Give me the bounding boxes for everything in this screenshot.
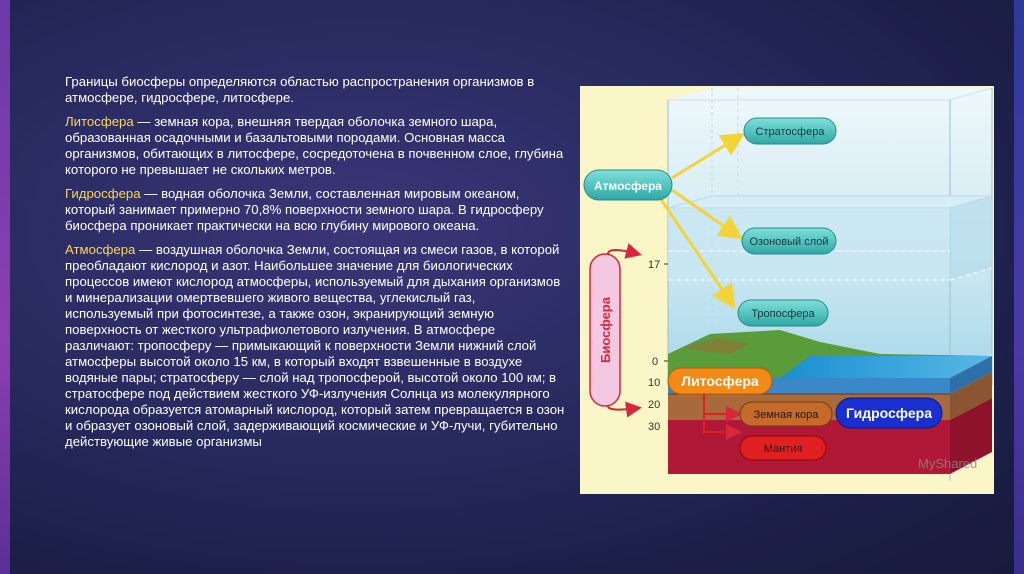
scale-20: 20 (648, 399, 660, 411)
mantle-label: Мантия (739, 435, 827, 461)
lithosphere-term: Литосфера (65, 114, 134, 129)
atmosphere-text: — воздушная оболочка Земли, состоящая из… (65, 242, 565, 449)
left-accent-stripe (0, 0, 10, 574)
hydrosphere-paragraph: Гидросфера — водная оболочка Земли, сост… (65, 186, 565, 234)
lithosphere-text: — земная кора, внешняя твердая оболочка … (65, 114, 564, 177)
biosphere-label: Биосфера (589, 243, 642, 418)
lithosphere-paragraph: Литосфера — земная кора, внешняя твердая… (65, 114, 565, 178)
biosphere-diagram: 17 0 10 20 30 Стратосфера Атмосфера Озон… (580, 86, 994, 494)
scale-30: 30 (648, 421, 660, 433)
svg-text:Литосфера: Литосфера (681, 373, 759, 389)
svg-text:Стратосфера: Стратосфера (756, 126, 826, 138)
svg-text:Гидросфера: Гидросфера (846, 405, 932, 421)
watermark: MyShared (918, 456, 977, 471)
intro-paragraph: Границы биосферы определяются областью р… (65, 74, 535, 105)
svg-text:Биосфера: Биосфера (598, 296, 613, 363)
scale-17: 17 (648, 259, 660, 271)
crust-label: Земная кора (739, 401, 833, 427)
ozone-label: Озоновый слой (741, 227, 837, 255)
svg-text:Озоновый слой: Озоновый слой (749, 236, 828, 248)
hydrosphere-text: — водная оболочка Земли, составленная ми… (65, 186, 544, 233)
lithosphere-label: Литосфера (667, 367, 773, 395)
atmosphere-arrows (658, 132, 746, 309)
diagram-svg: 17 0 10 20 30 Стратосфера Атмосфера Озон… (583, 87, 993, 481)
atmosphere-term: Атмосфера (65, 242, 136, 257)
hydrosphere-term: Гидросфера (65, 186, 141, 201)
hydrosphere-label: Гидросфера (835, 397, 943, 429)
right-accent-stripe (1014, 0, 1024, 574)
svg-text:Тропосфера: Тропосфера (751, 308, 815, 320)
scale-10: 10 (648, 377, 660, 389)
lithosphere-connectors (703, 394, 742, 440)
svg-text:Мантия: Мантия (764, 443, 803, 455)
atmosphere-label: Атмосфера (583, 169, 673, 201)
troposphere-label: Тропосфера (737, 299, 829, 327)
svg-text:Атмосфера: Атмосфера (594, 179, 662, 193)
depth-scale: 17 0 10 20 30 (648, 259, 668, 433)
atmosphere-paragraph: Атмосфера — воздушная оболочка Земли, со… (65, 242, 565, 450)
svg-text:Земная кора: Земная кора (754, 409, 820, 421)
text-column: Границы биосферы определяются областью р… (65, 74, 565, 458)
stratosphere-label: Стратосфера (743, 117, 837, 145)
scale-0: 0 (652, 356, 658, 368)
